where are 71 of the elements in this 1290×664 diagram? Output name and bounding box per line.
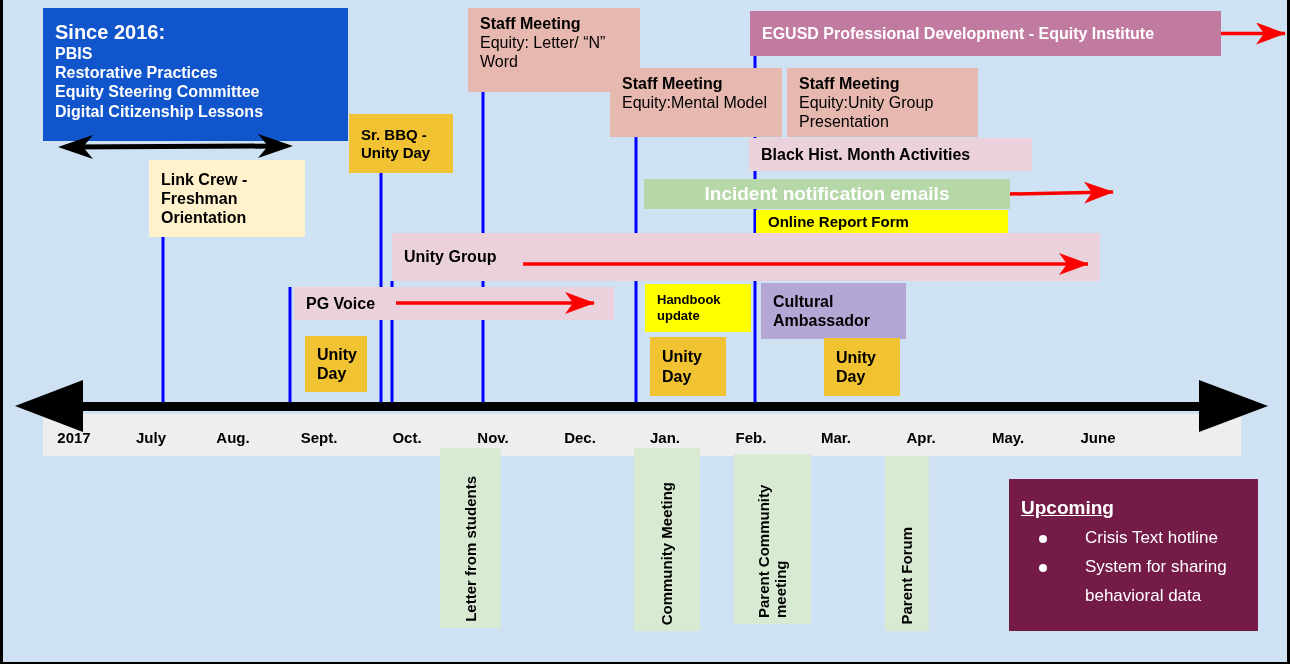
month-label: 2017 <box>57 429 91 446</box>
month-label: July <box>136 429 166 446</box>
event-box <box>149 160 305 237</box>
arrow <box>1221 22 1286 45</box>
box-heading: Since 2016: <box>55 20 166 44</box>
event-box <box>645 284 751 332</box>
month-label: June <box>1080 429 1116 446</box>
month-label: Apr. <box>906 429 936 446</box>
event-title: Staff Meeting <box>480 14 581 34</box>
event-box <box>650 337 726 396</box>
event-label: Online Report Form <box>768 212 909 231</box>
month-label: Feb. <box>735 429 767 446</box>
event-label: Unity Day <box>836 347 877 387</box>
event-title: Staff Meeting <box>622 74 723 94</box>
list-item: Digital Citizenship Lessons <box>55 101 264 121</box>
event-description: Equity:Unity Group Presentation <box>799 93 935 132</box>
month-label: Dec. <box>564 429 596 446</box>
event-box <box>349 114 453 173</box>
month-label: Mar. <box>821 429 851 446</box>
event-box <box>761 283 906 339</box>
event-box <box>305 336 367 392</box>
month-label: May. <box>991 429 1025 446</box>
event-description: Equity:Mental Model <box>622 93 767 113</box>
note-box <box>1009 479 1258 631</box>
arrow <box>1009 181 1114 204</box>
event-box <box>610 68 782 137</box>
event-label: Sr. BBQ - Unity Day <box>361 125 432 162</box>
month-label: Nov. <box>477 429 509 446</box>
event-label: PG Voice <box>306 293 376 314</box>
event-box <box>734 454 811 624</box>
month-label: Jan. <box>650 429 680 446</box>
event-box <box>392 233 1100 281</box>
event-label: Black Hist. Month Activities <box>761 144 971 165</box>
list-item: PBIS <box>55 44 93 64</box>
leader-line <box>288 287 292 403</box>
bullet-item: System for sharing behavioral data <box>1085 556 1227 605</box>
event-label: Parent Community meeting <box>755 483 790 618</box>
leader-line <box>161 237 165 403</box>
info-box <box>43 8 348 141</box>
event-label: EGUSD Professional Development - Equity Institute <box>762 23 1155 44</box>
month-label: Sept. <box>300 429 338 446</box>
month-label: Aug. <box>216 429 250 446</box>
event-title: Staff Meeting <box>799 74 900 94</box>
note-heading: Upcoming <box>1021 497 1114 520</box>
event-box <box>749 138 1032 171</box>
event-label: Unity Day <box>662 347 703 386</box>
arrow <box>523 253 1089 275</box>
list-item: Equity Steering Committee <box>55 82 260 102</box>
bullet-item: Crisis Text hotline <box>1085 527 1218 547</box>
event-box <box>787 68 978 137</box>
event-label: Handbook update <box>657 292 722 324</box>
event-box <box>756 210 1008 233</box>
event-box <box>440 448 501 628</box>
event-box <box>294 287 614 320</box>
event-label: Link Crew - Freshman Orientation <box>161 169 249 228</box>
list-item: Restorative Practices <box>55 63 218 83</box>
event-label: Cultural Ambassador <box>773 291 871 331</box>
event-box <box>824 338 900 396</box>
event-label: Parent Forum <box>898 527 916 625</box>
event-description: Equity: Letter/ “N” Word <box>480 33 607 72</box>
event-label: Unity Group <box>404 247 497 267</box>
event-box <box>634 448 700 631</box>
event-box <box>750 11 1221 56</box>
month-label: Oct. <box>392 429 422 446</box>
event-label: Community Meeting <box>658 481 676 625</box>
arrow <box>396 292 595 314</box>
event-box <box>885 456 929 631</box>
event-label: Unity Day <box>317 344 357 384</box>
event-bar <box>644 179 1010 209</box>
event-label: Incident notification emails <box>704 182 950 206</box>
event-label: Letter from students <box>461 476 480 622</box>
